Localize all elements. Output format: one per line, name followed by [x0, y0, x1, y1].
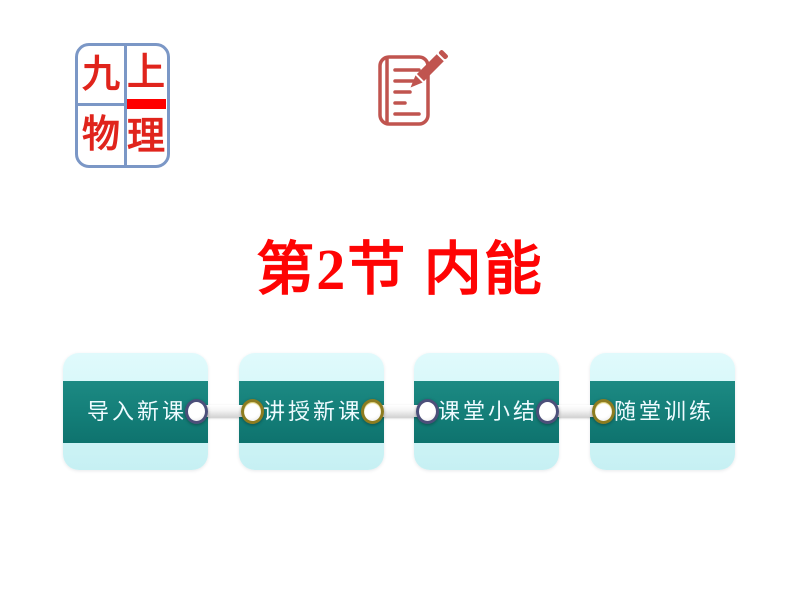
grommet-ring-icon: [241, 399, 264, 424]
badge-horizontal-divider: [78, 103, 124, 106]
badge-cell-volume: 上: [126, 52, 165, 94]
grommet-ring-icon: [592, 399, 615, 424]
badge-cell-grade: 九: [81, 54, 120, 96]
badge-vertical-divider: [124, 46, 127, 165]
notepad-pencil-icon: [378, 50, 448, 126]
badge-cell-subject-1: 物: [81, 114, 120, 156]
connector-bar-1: [195, 405, 252, 417]
grommet-ring-icon: [185, 399, 208, 424]
grommet-ring-icon: [361, 399, 384, 424]
grommet-ring-icon: [536, 399, 559, 424]
badge-cell-subject-2: 理: [126, 116, 165, 158]
nav-label-intro[interactable]: 导入新课: [63, 381, 208, 443]
grommet-ring-icon: [416, 399, 439, 424]
connector-bar-3: [546, 405, 603, 417]
connector-bar-2: [371, 405, 427, 417]
pencil-glyph: [410, 50, 448, 88]
badge-red-accent-bar: [127, 99, 166, 109]
page-title: 第2节 内能: [256, 237, 544, 302]
grade-subject-badge: 九 上 物 理: [75, 43, 170, 168]
